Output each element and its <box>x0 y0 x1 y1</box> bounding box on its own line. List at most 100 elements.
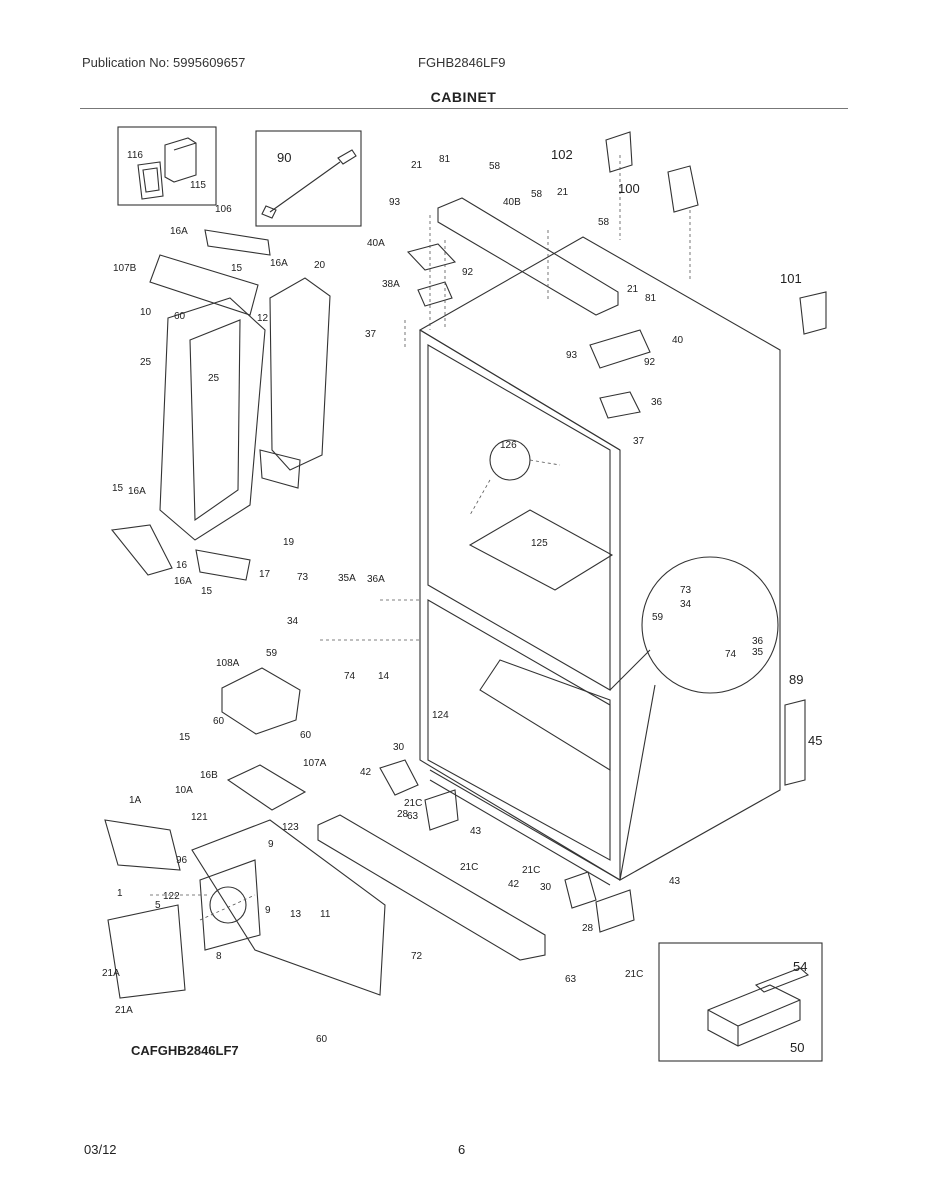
label-36: 36 <box>651 397 663 408</box>
label-36-detail: 36 <box>752 636 764 647</box>
header-divider <box>80 108 848 109</box>
label-108a: 108A <box>216 658 240 669</box>
label-126: 126 <box>500 440 517 451</box>
label-20: 20 <box>314 260 326 271</box>
label-73-detail: 73 <box>680 585 692 596</box>
inset-box-90 <box>255 130 362 227</box>
label-59-detail: 59 <box>652 612 664 623</box>
label-21c-lower: 21C <box>625 969 643 980</box>
label-58-top: 58 <box>489 161 501 172</box>
label-28-upper: 28 <box>397 809 409 820</box>
label-21-right: 21 <box>627 284 639 295</box>
label-21c-right: 21C <box>522 865 540 876</box>
label-14: 14 <box>378 671 390 682</box>
label-16: 16 <box>176 560 188 571</box>
label-45: 45 <box>808 733 822 748</box>
label-25-inner: 25 <box>208 373 220 384</box>
page-number: 6 <box>458 1142 466 1157</box>
label-73-left: 73 <box>297 572 309 583</box>
label-13: 13 <box>290 909 302 920</box>
label-92-left: 92 <box>462 267 474 278</box>
label-107b: 107B <box>113 263 137 274</box>
label-35-detail: 35 <box>752 647 764 658</box>
catalog-code: CAFGHB2846LF7 <box>131 1043 239 1058</box>
label-106: 106 <box>215 204 232 215</box>
footer-date: 03/12 <box>84 1142 117 1157</box>
label-21-top: 21 <box>411 160 423 171</box>
label-101: 101 <box>780 271 802 286</box>
label-12: 12 <box>257 313 269 324</box>
label-16a-left: 16A <box>128 486 146 497</box>
label-60-bottom: 60 <box>316 1034 328 1045</box>
label-100: 100 <box>618 181 640 196</box>
label-90: 90 <box>277 150 291 165</box>
model-number: FGHB2846LF9 <box>418 55 506 70</box>
label-9-upper: 9 <box>268 839 274 850</box>
label-42-upper: 42 <box>360 767 372 778</box>
label-40a: 40A <box>367 238 385 249</box>
label-5: 5 <box>155 900 161 911</box>
label-21-mid: 21 <box>557 187 569 198</box>
label-89: 89 <box>789 672 803 687</box>
label-1: 1 <box>117 888 123 899</box>
label-19: 19 <box>283 537 295 548</box>
label-15-left: 15 <box>112 483 124 494</box>
label-15-upper: 15 <box>231 263 243 274</box>
label-34-left: 34 <box>287 616 299 627</box>
label-122: 122 <box>163 891 180 902</box>
label-81-right: 81 <box>645 293 657 304</box>
label-74-detail: 74 <box>725 649 737 660</box>
label-63-upper: 63 <box>407 811 419 822</box>
label-36a: 36A <box>367 574 385 585</box>
label-125: 125 <box>531 538 548 549</box>
label-93-lower: 93 <box>566 350 578 361</box>
label-1a: 1A <box>129 795 142 806</box>
label-58-mid: 58 <box>531 189 543 200</box>
label-54: 54 <box>793 959 807 974</box>
label-21a-upper: 21A <box>102 968 120 979</box>
label-58-right: 58 <box>598 217 610 228</box>
label-40: 40 <box>672 335 684 346</box>
label-93-upper: 93 <box>389 197 401 208</box>
label-10: 10 <box>140 307 152 318</box>
label-60-mid: 60 <box>213 716 225 727</box>
inset-box-116-115 <box>117 126 217 206</box>
label-37-left: 37 <box>365 329 377 340</box>
label-35a: 35A <box>338 573 356 584</box>
label-25-left: 25 <box>140 357 152 368</box>
label-21c-upper: 21C <box>404 798 422 809</box>
label-74-left: 74 <box>344 671 356 682</box>
label-63-lower: 63 <box>565 974 577 985</box>
cabinet-exploded-diagram: 116 115 90 21 81 58 102 100 93 40B 58 21… <box>102 126 827 1062</box>
label-43-lower: 43 <box>669 876 681 887</box>
label-60-right: 60 <box>300 730 312 741</box>
label-38a: 38A <box>382 279 400 290</box>
label-11: 11 <box>320 909 331 920</box>
label-37-right: 37 <box>633 436 645 447</box>
hinge-detail-callout <box>641 556 779 694</box>
section-title: CABINET <box>430 89 497 105</box>
label-16a-upper-right: 16A <box>270 258 288 269</box>
label-8: 8 <box>216 951 222 962</box>
label-43-upper: 43 <box>470 826 482 837</box>
label-10a: 10A <box>175 785 193 796</box>
toe-grille <box>317 814 546 961</box>
label-16a-lower: 16A <box>174 576 192 587</box>
label-123: 123 <box>282 822 299 833</box>
label-21c-mid: 21C <box>460 862 478 873</box>
label-30-upper: 30 <box>393 742 405 753</box>
label-102: 102 <box>551 147 573 162</box>
label-15-lower: 15 <box>201 586 213 597</box>
label-59-left: 59 <box>266 648 278 659</box>
label-121: 121 <box>191 812 208 823</box>
label-21a-lower: 21A <box>115 1005 133 1016</box>
label-60-upper: 60 <box>174 311 186 322</box>
label-40b: 40B <box>503 197 521 208</box>
label-28-lower: 28 <box>582 923 594 934</box>
label-30-lower: 30 <box>540 882 552 893</box>
publication-number: Publication No: 5995609657 <box>82 55 246 70</box>
top-hinge-bar <box>437 197 619 316</box>
inset-box-54-50 <box>658 942 823 1062</box>
label-115: 115 <box>190 180 206 191</box>
label-34-detail: 34 <box>680 599 692 610</box>
